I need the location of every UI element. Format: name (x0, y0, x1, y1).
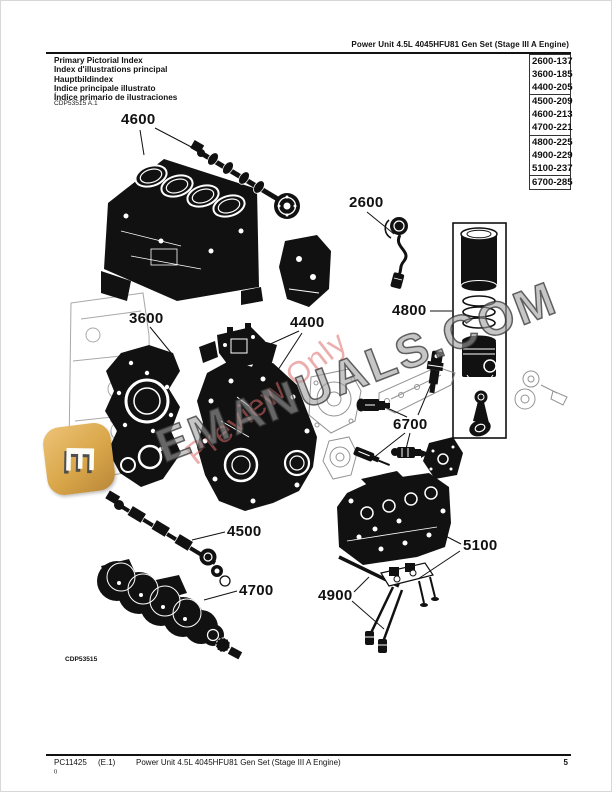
crankshaft-illustration (97, 559, 243, 660)
piston-liner-kit-illustration (452, 222, 507, 439)
valve-fitting-illustration (391, 447, 429, 458)
page-number: 213 (556, 109, 573, 121)
glow-plug-illustration (353, 446, 391, 466)
index-row: 6700-285 (530, 176, 573, 189)
section-number: 4700- (532, 122, 557, 134)
index-title-de: Hauptbildindex (54, 74, 114, 84)
index-group: 4800-225 4900-229 5100-237 (529, 134, 573, 176)
index-title-en: Primary Pictorial Index (54, 56, 143, 65)
gear-housing-illustration (423, 437, 463, 479)
index-title-fr: Index d'illustrations principal (54, 65, 168, 75)
footer-doc-number: PC11425 (54, 758, 87, 767)
index-row: 4800-225 (530, 136, 573, 149)
section-number: 6700- (532, 176, 557, 188)
timing-plate-illustration (105, 345, 181, 487)
index-title-block: Primary Pictorial Index Index d'illustra… (54, 56, 177, 102)
figure-reference: CDP53515 A.1 (54, 100, 98, 107)
injector-illustration (426, 350, 444, 394)
index-row: 3600-185 (530, 68, 573, 81)
faint-fuel-manifold-outline (378, 366, 456, 414)
footer-page-number: 5 (563, 758, 568, 767)
part-label-4600: 4600 (121, 111, 156, 128)
timing-cover-illustration (197, 323, 317, 511)
index-row: 2600-137 (530, 55, 573, 68)
balancer-shaft-illustration (105, 490, 231, 587)
page-number: 285 (556, 176, 573, 188)
page-number: 221 (556, 122, 573, 134)
section-number: 4600- (532, 109, 557, 121)
page-number: 137 (556, 56, 573, 67)
camshaft-illustration (190, 140, 300, 219)
section-number: 2600- (532, 56, 557, 67)
faint-water-pump-outline (308, 368, 362, 434)
part-label-6700: 6700 (393, 416, 428, 433)
index-title-it: Indice principale illustrato (54, 83, 156, 93)
pump-component-illustration (279, 235, 331, 307)
watermark-logo: E (41, 421, 117, 497)
section-number: 4400- (532, 82, 557, 94)
faint-fittings-outline (514, 370, 568, 410)
part-label-3600: 3600 (129, 310, 164, 327)
index-row: 5100-237 (530, 162, 573, 175)
section-number: 4900- (532, 149, 557, 161)
header-rule (46, 52, 571, 54)
part-label-4700: 4700 (239, 582, 274, 599)
page-number: 237 (556, 162, 573, 174)
part-label-4800: 4800 (392, 302, 427, 319)
section-number: 5100- (532, 162, 557, 174)
footer-title: Power Unit 4.5L 4045HFU81 Gen Set (Stage… (136, 758, 341, 767)
index-row: 4500-209 (530, 95, 573, 108)
engine-block-illustration (101, 159, 263, 305)
part-label-4900: 4900 (318, 587, 353, 604)
section-number: 3600- (532, 69, 557, 81)
index-row: 4700-221 (530, 121, 573, 134)
section-number: 4500- (532, 96, 557, 108)
leader-lines (139, 127, 462, 630)
page-number: 229 (556, 149, 573, 161)
diagram-caption: CDP53515 (65, 656, 98, 663)
footer-rule (46, 754, 571, 756)
section-number: 4800- (532, 136, 557, 148)
footer-revision: (E.1) (98, 758, 116, 767)
index-row: 4900-229 (530, 149, 573, 162)
index-group: 2600-137 3600-185 4400-205 (529, 54, 573, 96)
index-group: 6700-285 (529, 174, 573, 190)
page-number: 209 (556, 96, 573, 108)
page-number: 205 (556, 82, 573, 94)
index-group: 4500-209 4600-213 4700-221 (529, 94, 573, 136)
part-label-4500: 4500 (227, 523, 262, 540)
page-number: 225 (556, 136, 573, 148)
cylinder-head-illustration (337, 471, 451, 565)
small-sensor-illustration (356, 398, 390, 412)
watermark-logo-letter: E (56, 445, 102, 473)
sensor-harness-illustration (384, 217, 408, 289)
section-page-index: 2600-137 3600-185 4400-205 4500-209 4600… (529, 54, 573, 190)
index-row: 4600-213 (530, 108, 573, 121)
page-number: 185 (556, 69, 573, 81)
page-header-title: Power Unit 4.5L 4045HFU81 Gen Set (Stage… (351, 40, 569, 49)
index-row: 4400-205 (530, 81, 573, 94)
footer-footnote: i) (54, 769, 58, 775)
rocker-pushrod-illustration (338, 555, 439, 653)
index-title-es: Índice primario de ilustraciones (54, 93, 178, 103)
part-label-5100: 5100 (463, 537, 498, 554)
faint-thermostat-outline (322, 436, 358, 480)
part-label-4400: 4400 (290, 314, 325, 331)
part-label-2600: 2600 (349, 194, 384, 211)
